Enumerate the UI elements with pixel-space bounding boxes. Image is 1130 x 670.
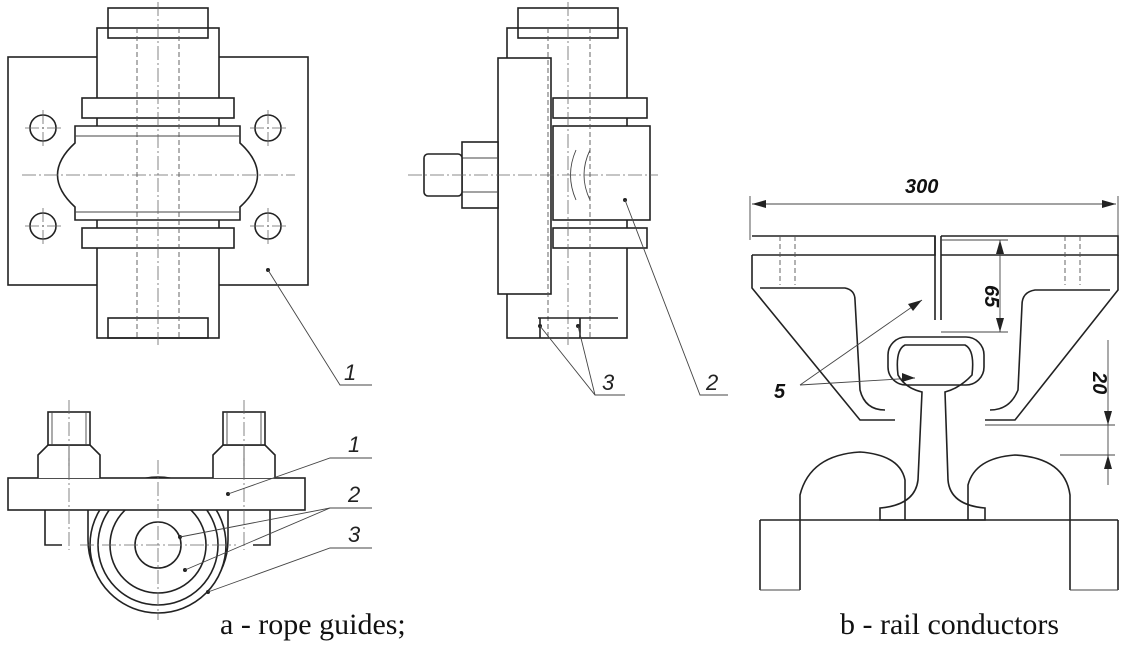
dimension-300: 300: [905, 176, 938, 198]
callout-5: 5: [774, 381, 786, 403]
dimension-20: 20: [1088, 371, 1110, 394]
caption-rail-conductors: b - rail conductors: [840, 608, 1060, 641]
callout-1-body: 1: [344, 360, 356, 385]
dimension-65: 65: [980, 285, 1002, 308]
callout-3-bushing-top: 3: [348, 522, 361, 547]
rail-conductor-section: 300 65 20: [749, 176, 1119, 591]
callout-2-liner-top: 2: [347, 482, 360, 507]
rope-guide-top-view: 1 2 3: [7, 400, 372, 620]
callout-2-liner: 2: [705, 370, 718, 395]
rope-guide-front-view: 1: [7, 2, 372, 386]
rope-guide-side-view: 2 3: [408, 2, 728, 396]
caption-rope-guides: a - rope guides;: [220, 608, 406, 641]
callout-3-bushing: 3: [602, 370, 615, 395]
callout-1-body-top: 1: [348, 432, 360, 457]
